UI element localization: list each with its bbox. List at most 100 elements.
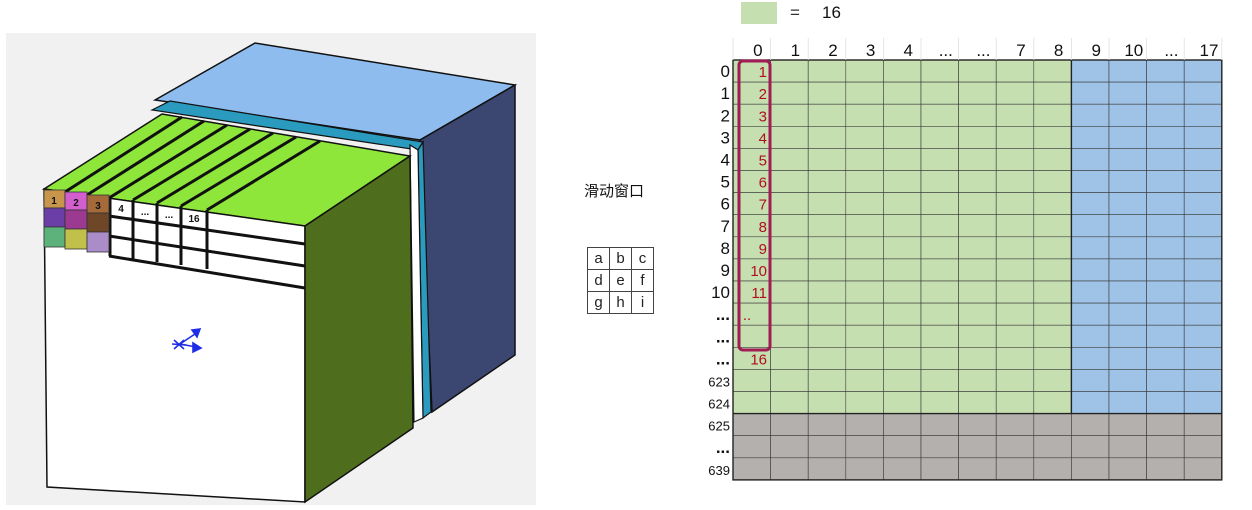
grid-cell [958, 126, 997, 149]
grid-cell [1071, 324, 1110, 348]
front-cell-label: 3 [95, 201, 101, 212]
grid-cell [883, 126, 922, 149]
grid-cell [920, 59, 959, 83]
row-header: 4 [721, 151, 730, 170]
grid-cell [1183, 81, 1223, 105]
grid-cell [1108, 81, 1147, 105]
row-header: 7 [721, 217, 730, 236]
legend-equals: = [790, 3, 800, 22]
grid-cell [732, 413, 771, 437]
front-grid-lines [108, 198, 306, 290]
grid-cell [845, 148, 884, 171]
grid-cell [883, 302, 922, 326]
grid-cell [770, 346, 809, 370]
kernel-cell: h [609, 291, 632, 314]
grid-cell [920, 324, 959, 348]
grid-cell [1033, 81, 1072, 105]
grid-cell [1146, 280, 1185, 304]
column-header: 9 [1091, 41, 1100, 60]
grid-cell [845, 258, 884, 282]
grid-cell [770, 258, 809, 282]
grid-cell [807, 236, 847, 260]
grid-cell [1033, 59, 1072, 83]
grid-cell [1108, 258, 1147, 282]
grid-cell [1183, 435, 1223, 459]
grid-cell [1108, 369, 1147, 392]
grid-cell [1108, 413, 1147, 437]
grid-cell [920, 280, 959, 304]
grid-cell [1146, 369, 1185, 392]
row-header: 639 [708, 463, 730, 478]
window-label: 8 [759, 219, 767, 236]
grid-cell [732, 457, 771, 481]
grid-cell [920, 435, 959, 459]
grid-cell [1183, 214, 1223, 238]
row-header: ... [716, 327, 730, 346]
grid-cell [995, 59, 1035, 83]
grid-cell [1033, 280, 1072, 304]
window-label: 2 [759, 86, 767, 103]
grid-cell [920, 170, 959, 193]
grid-cell [883, 81, 922, 105]
grid-cell [845, 126, 884, 149]
row-header: 625 [708, 419, 730, 434]
row-header: ... [716, 349, 730, 368]
row-header: 3 [721, 128, 730, 147]
grid-cell [883, 214, 922, 238]
grid-cell [1108, 103, 1147, 127]
grid-cell [732, 369, 771, 392]
row-header: 2 [721, 106, 730, 125]
grid-cell [1146, 236, 1185, 260]
sliding-window-highlight [737, 59, 772, 352]
kernel-cell: c [631, 247, 654, 270]
grid-cell [920, 302, 959, 326]
grid-cell [1183, 59, 1223, 83]
grid-cell [1071, 170, 1110, 193]
grid-cell [1146, 324, 1185, 348]
grid-cell [1146, 258, 1185, 282]
row-header: 10 [711, 283, 730, 302]
front-colored-cells [43, 189, 110, 253]
grid-cell [958, 170, 997, 193]
column-header: 4 [903, 41, 912, 60]
window-label: 1 [759, 64, 767, 81]
grid-cell [1071, 302, 1110, 326]
grid-cell [883, 192, 922, 216]
grid-cell [845, 346, 884, 370]
grid-cell [958, 346, 997, 370]
grid-cell [845, 280, 884, 304]
grid-cell [1071, 391, 1110, 414]
grid-cell [920, 236, 959, 260]
window-label: 4 [759, 130, 767, 147]
grid-cell [958, 324, 997, 348]
window-label: 16 [750, 351, 767, 368]
grid-cell [995, 413, 1035, 437]
grid-cell [995, 148, 1035, 171]
grid-cell [920, 192, 959, 216]
grid-cell [1071, 369, 1110, 392]
grid-cell [1071, 457, 1110, 481]
grid-cell [1108, 280, 1147, 304]
grid-cell [845, 214, 884, 238]
grid-cell [920, 103, 959, 127]
grid-cell [807, 214, 847, 238]
row-header: ... [716, 438, 730, 457]
grid-cell [1033, 413, 1072, 437]
grid-cell [807, 435, 847, 459]
grid-cell [958, 258, 997, 282]
grid-cell [1146, 435, 1185, 459]
grid-cell [770, 192, 809, 216]
row-header: ... [716, 305, 730, 324]
grid-cell [995, 81, 1035, 105]
grid-cell [1108, 148, 1147, 171]
grid-cell [770, 413, 809, 437]
grid-cell [1033, 236, 1072, 260]
grid-cell [807, 170, 847, 193]
grid-cell [1108, 170, 1147, 193]
grid-cell [845, 59, 884, 83]
grid-cell [770, 435, 809, 459]
grid-cell [770, 236, 809, 260]
grid-cell [807, 192, 847, 216]
grid-cell [920, 346, 959, 370]
